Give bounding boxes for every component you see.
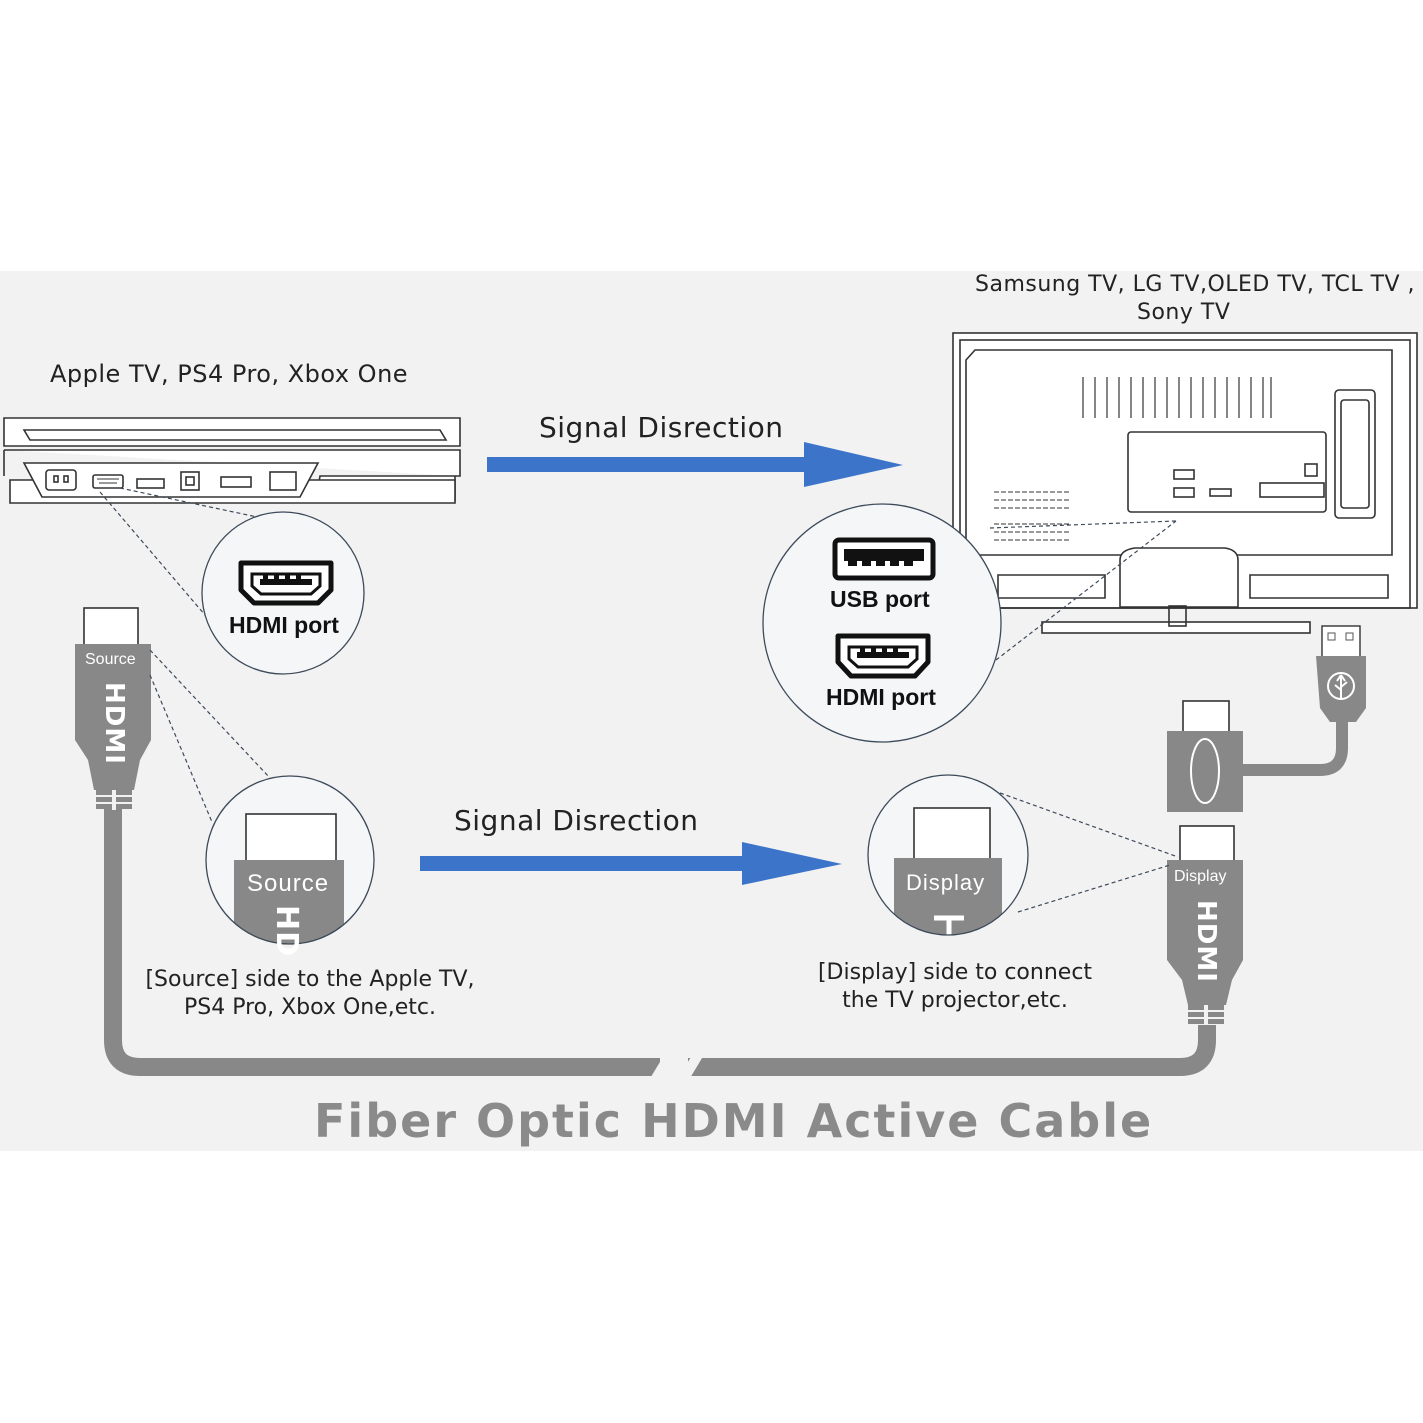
source-devices-label: Apple TV, PS4 Pro, Xbox One [50, 360, 409, 388]
source-caption-line1: [Source] side to the Apple TV, [145, 967, 475, 992]
leader-lines-connectors [149, 649, 1179, 913]
cable [104, 805, 1216, 1076]
signal-arrows [420, 442, 903, 885]
connector-source-label: Source [85, 651, 136, 668]
source-caption-line2: PS4 Pro, Xbox One,etc. [184, 995, 436, 1020]
display-devices-label-line1: Samsung TV, LG TV,OLED TV, TCL TV , [975, 272, 1416, 297]
tv-device [952, 332, 1418, 634]
arrow-top [487, 442, 903, 487]
zoom-source-plug [205, 775, 375, 945]
display-caption: [Display] side to connect the TV project… [805, 959, 1105, 1015]
connector-display-label: Display [1174, 868, 1227, 885]
console-device [3, 417, 461, 504]
connector-source-hdmi: HDMI [99, 682, 129, 765]
zoom-source-label: Source [247, 870, 330, 897]
usb-port-label: USB port [830, 586, 930, 612]
signal-direction-bottom: Signal Disrection [454, 804, 699, 837]
diagram-title: Fiber Optic HDMI Active Cable [314, 1094, 1154, 1148]
zoom-ports-right [762, 503, 1002, 743]
hdmi-port-label-right: HDMI port [826, 684, 936, 710]
display-caption-line1: [Display] side to connect [817, 960, 1093, 985]
cable-break [650, 1052, 703, 1083]
usb-power-adapter [1167, 625, 1366, 812]
zoom-hdmi-port-left [201, 511, 365, 675]
hdmi-port-label-left: HDMI port [229, 612, 339, 638]
leader-lines-console [99, 487, 263, 616]
display-devices-label-line2: Sony TV [1137, 300, 1231, 325]
zoom-source-hdmi: HD [269, 905, 304, 958]
zoom-display-plug [867, 774, 1029, 936]
leader-lines-tv [989, 520, 1177, 661]
display-connector [1167, 825, 1243, 1025]
zoom-display-label: Display [906, 870, 986, 895]
display-caption-line2: the TV projector,etc. [842, 988, 1068, 1013]
connector-display-hdmi: HDMI [1191, 900, 1221, 983]
source-caption: [Source] side to the Apple TV, PS4 Pro, … [140, 966, 480, 1022]
source-connector [75, 607, 151, 810]
arrow-bottom [420, 842, 842, 885]
signal-direction-top: Signal Disrection [539, 411, 784, 444]
